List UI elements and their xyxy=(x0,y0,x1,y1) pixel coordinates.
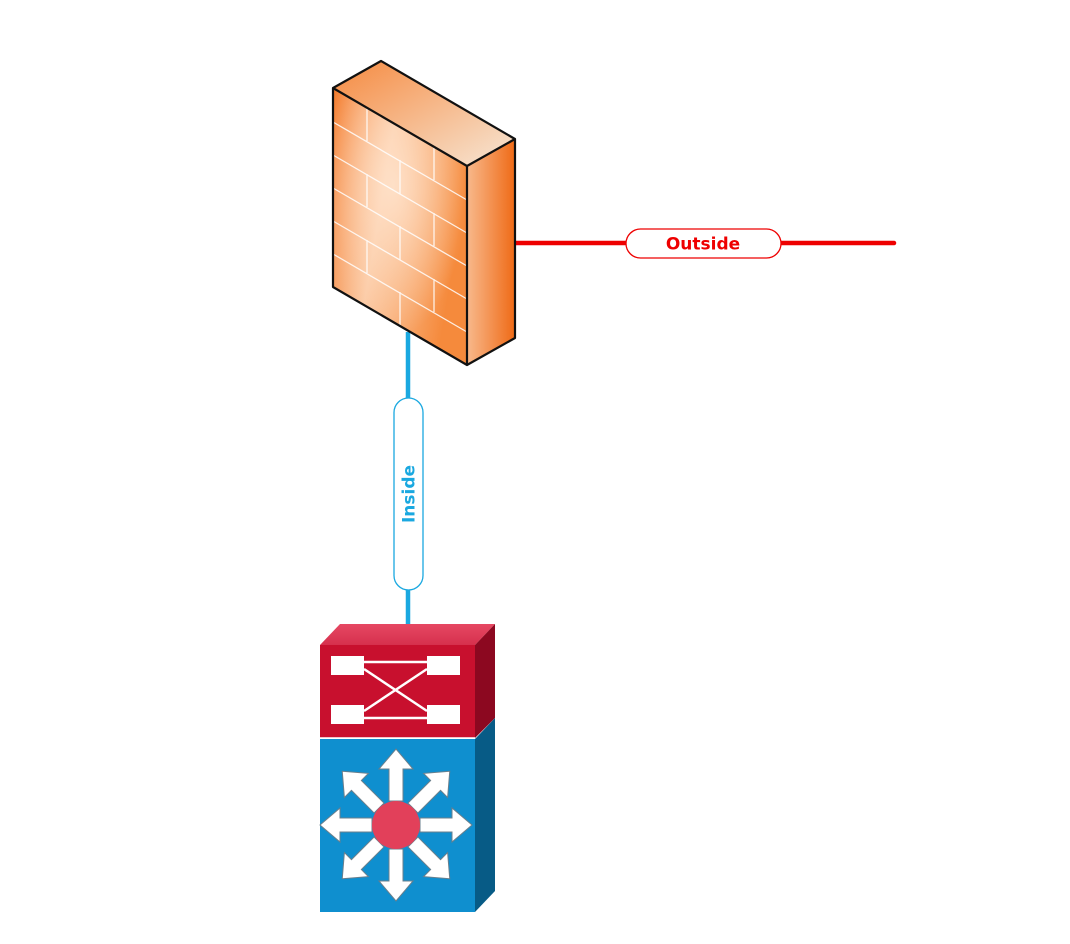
svg-text:Inside: Inside xyxy=(400,465,420,523)
inside-link: Inside xyxy=(393,332,424,636)
multilayer-switch-icon xyxy=(319,624,495,912)
svg-text:Outside: Outside xyxy=(666,235,740,255)
outside-link: Outside xyxy=(511,228,897,259)
firewall-icon xyxy=(331,59,517,367)
switch-crossover-arrows-icon xyxy=(331,656,460,724)
router-arrows-icon xyxy=(319,748,473,902)
inside-link-label: Inside xyxy=(393,397,424,591)
outside-link-label: Outside xyxy=(625,228,782,259)
